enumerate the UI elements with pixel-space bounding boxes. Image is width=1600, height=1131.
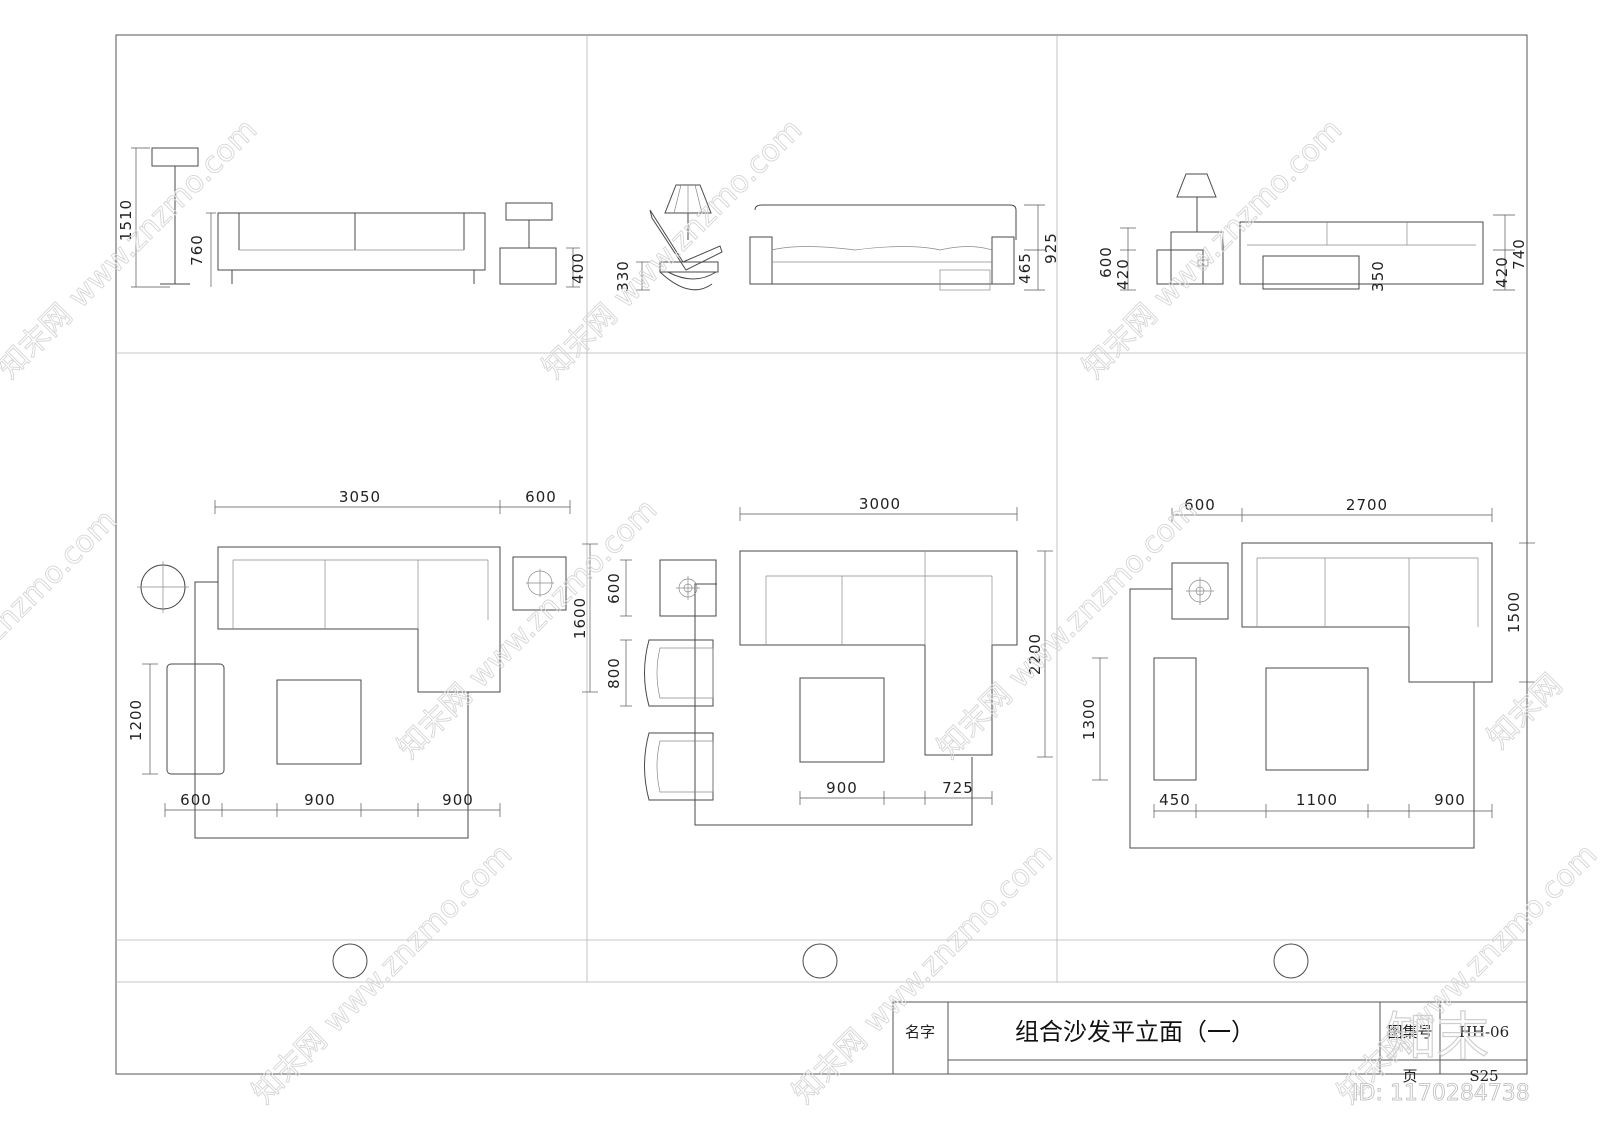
wm-brand-6: 知末网	[931, 677, 1019, 765]
elevation-3-dimensions: 600 420 350 420 740	[1097, 214, 1528, 292]
sofa-elevation-3-icon	[1239, 221, 1484, 290]
table-lamp-icon	[664, 184, 712, 240]
bench-plan-icon	[1153, 657, 1197, 781]
wm-logo: 知末	[1385, 1008, 1489, 1068]
rug-1	[194, 581, 469, 839]
section-marker-1	[332, 943, 368, 979]
wm-site-1: www.znzmo.com	[62, 112, 265, 315]
dim-depth-1500: 1500	[1505, 591, 1523, 633]
table-lamp-3-icon	[1176, 173, 1217, 232]
wm-brand-3: 知末网	[1076, 297, 1164, 385]
ottoman-plan-icon	[166, 663, 225, 775]
page-label: 页	[1402, 1067, 1417, 1085]
rug-2	[694, 583, 973, 826]
dim-depth-2200: 2200	[1026, 633, 1044, 675]
wm-brand-2: 知末网	[536, 297, 624, 385]
dim-side-table-height: 400	[569, 252, 587, 284]
lounge-chair-icon	[649, 209, 723, 291]
dim-sofa-height: 760	[188, 234, 206, 266]
dim-side-table-600-3: 600	[1184, 496, 1216, 514]
dim-seat-420: 420	[1493, 256, 1511, 288]
name-label: 名字	[905, 1023, 935, 1041]
plan-set-3: 600 2700 1500 1300 450 1100 900	[1080, 496, 1535, 849]
wm-brand-9: 知末网	[786, 1022, 874, 1110]
dim-armchair-800: 800	[605, 657, 623, 689]
side-table-plan-icon	[512, 556, 567, 611]
rug-3	[1129, 588, 1475, 849]
wm-site-8: www.znzmo.com	[317, 837, 520, 1040]
wm-site-2: www.znzmo.com	[607, 112, 810, 315]
dim-table-900-2: 900	[826, 779, 858, 797]
elevation-2-dimensions: 330 465 925	[614, 204, 1060, 292]
sectional-sofa-plan-2-icon	[739, 550, 1018, 756]
wm-site-3: www.znzmo.com	[1147, 112, 1350, 315]
nesting-tables-icon	[1156, 231, 1224, 285]
dim-sofa-width-3000: 3000	[859, 495, 901, 513]
dim-bench-1300: 1300	[1080, 698, 1098, 740]
dim-gap-right-900: 900	[442, 791, 474, 809]
plan-set-2: 3000 600 800 2200 900 725	[605, 495, 1053, 826]
coffee-table-plan-icon	[276, 679, 362, 765]
dim-table-350: 350	[1369, 260, 1387, 292]
plan-1-dimensions: 3050 600 1600 1200 600 900 900	[127, 488, 598, 817]
dim-side-table-420: 420	[1114, 258, 1132, 290]
plan-set-1: 3050 600 1600 1200 600 900 900	[127, 488, 598, 839]
wm-brand-8: 知末网	[246, 1022, 334, 1110]
sheet-frame	[115, 34, 1528, 1075]
dim-bench-450: 450	[1159, 791, 1191, 809]
wm-id-label: ID: 1170284738	[1352, 1081, 1530, 1106]
elevation-set-1: 1510 760 400	[117, 147, 587, 288]
dim-sofa-height-2: 925	[1042, 232, 1060, 264]
side-table-plan-3-icon	[1171, 562, 1229, 620]
section-marker-3	[1273, 943, 1309, 979]
dim-sofa-width-3050: 3050	[339, 488, 381, 506]
sectional-sofa-plan-icon	[217, 546, 501, 693]
elevation-set-3: 600 420 350 420 740	[1097, 173, 1528, 292]
dim-side-table-600-v: 600	[605, 572, 623, 604]
dim-chair-height: 330	[614, 260, 632, 292]
dim-gap-left-600: 600	[180, 791, 212, 809]
side-table-plan-2-icon	[659, 559, 717, 617]
floor-lamp-icon	[151, 147, 199, 285]
dim-table-1100: 1100	[1296, 791, 1338, 809]
wm-brand-5: 知末网	[391, 677, 479, 765]
dim-gap-900-3: 900	[1434, 791, 1466, 809]
wm-site-5: www.znzmo.com	[462, 492, 665, 695]
side-table-lamp-icon	[499, 202, 557, 285]
dim-ottoman-1200: 1200	[127, 699, 145, 741]
plan-3-dimensions: 600 2700 1500 1300 450 1100 900	[1080, 496, 1535, 818]
dim-gap-725: 725	[942, 779, 974, 797]
dim-side-table-width-600: 600	[525, 488, 557, 506]
atlas-label: 图集号	[1387, 1023, 1432, 1041]
dim-sofa-width-2700: 2700	[1346, 496, 1388, 514]
wm-brand-7: 知末网	[1481, 667, 1569, 755]
lamp-plan-icon	[137, 561, 189, 613]
plan-2-dimensions: 3000 600 800 2200 900 725	[605, 495, 1053, 805]
wm-site-9: www.znzmo.com	[857, 837, 1060, 1040]
page-value: S25	[1469, 1067, 1498, 1085]
sectional-sofa-plan-3-icon	[1241, 542, 1493, 683]
dim-seat-height: 465	[1016, 252, 1034, 284]
wm-brand-1: 知末网	[0, 297, 79, 385]
armchair-plan-icon-2	[644, 732, 714, 801]
armchair-plan-icon-1	[644, 639, 714, 707]
title-block: 名字 组合沙发平立面（一） 图集号 HH-06 页 S25	[892, 1001, 1528, 1085]
sofa-elevation-2-icon	[749, 204, 1017, 291]
dim-depth-1600: 1600	[571, 597, 589, 639]
dim-lamp-height: 1510	[117, 199, 135, 241]
dim-table-900: 900	[304, 791, 336, 809]
section-marker-2	[802, 943, 838, 979]
sofa-elevation-icon	[217, 212, 486, 284]
wm-site-6: www.znzmo.com	[1002, 492, 1205, 695]
coffee-table-plan-3-icon	[1265, 667, 1369, 771]
coffee-table-plan-2-icon	[799, 677, 885, 763]
atlas-value: HH-06	[1459, 1023, 1509, 1041]
drawing-title: 组合沙发平立面（一）	[1015, 1018, 1255, 1046]
dim-side-table-600: 600	[1097, 246, 1115, 278]
wm-site-4: www.znzmo.com	[0, 503, 124, 706]
elevation-1-dimensions: 1510 760 400	[117, 147, 587, 288]
dim-sofa-740: 740	[1510, 238, 1528, 270]
elevation-set-2: 330 465 925	[614, 184, 1060, 292]
